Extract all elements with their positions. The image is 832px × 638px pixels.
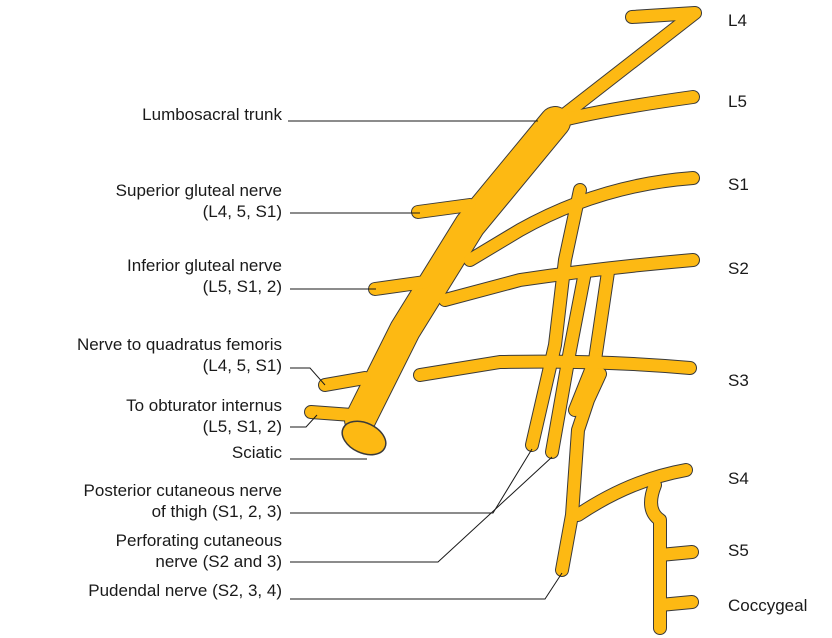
superior-gluteal-branch xyxy=(418,205,470,212)
inferior-gluteal-roots: (L5, S1, 2) xyxy=(127,276,282,297)
label-s1: S1 xyxy=(728,174,749,195)
quadratus-femoris-branch xyxy=(325,378,365,385)
inferior-gluteal-branch xyxy=(375,282,425,289)
label-obturator-internus: To obturator internus (L5, S1, 2) xyxy=(126,395,282,437)
posterior-cutaneous-line1: Posterior cutaneous nerve xyxy=(84,480,282,501)
leader-perforating-cutaneous xyxy=(290,457,552,562)
label-s3: S3 xyxy=(728,370,749,391)
label-l4: L4 xyxy=(728,10,747,31)
coccygeal-root xyxy=(660,602,692,605)
obturator-internus-branch xyxy=(311,412,352,415)
label-quadratus-femoris: Nerve to quadratus femoris (L4, 5, S1) xyxy=(77,334,282,376)
label-s4: S4 xyxy=(728,468,749,489)
perforating-cutaneous-line2: nerve (S2 and 3) xyxy=(116,551,282,572)
quadratus-femoris-name: Nerve to quadratus femoris xyxy=(77,334,282,355)
label-sciatic: Sciatic xyxy=(232,442,282,463)
posterior-cutaneous-line2: of thigh (S1, 2, 3) xyxy=(84,501,282,522)
perforating-cutaneous-line1: Perforating cutaneous xyxy=(116,530,282,551)
label-s5: S5 xyxy=(728,540,749,561)
quadratus-femoris-roots: (L4, 5, S1) xyxy=(77,355,282,376)
inferior-gluteal-name: Inferior gluteal nerve xyxy=(127,255,282,276)
label-superior-gluteal: Superior gluteal nerve (L4, 5, S1) xyxy=(116,180,282,222)
obturator-internus-name: To obturator internus xyxy=(126,395,282,416)
pudendal-branch xyxy=(562,374,600,570)
superior-gluteal-name: Superior gluteal nerve xyxy=(116,180,282,201)
label-lumbosacral-trunk: Lumbosacral trunk xyxy=(142,104,282,125)
label-posterior-cutaneous: Posterior cutaneous nerve of thigh (S1, … xyxy=(84,480,282,522)
leader-pudendal xyxy=(290,573,562,599)
label-coccygeal: Coccygeal xyxy=(728,595,807,616)
label-l5: L5 xyxy=(728,91,747,112)
label-s2: S2 xyxy=(728,258,749,279)
obturator-internus-roots: (L5, S1, 2) xyxy=(126,416,282,437)
label-perforating-cutaneous: Perforating cutaneous nerve (S2 and 3) xyxy=(116,530,282,572)
label-pudendal: Pudendal nerve (S2, 3, 4) xyxy=(88,580,282,601)
superior-gluteal-roots: (L4, 5, S1) xyxy=(116,201,282,222)
label-inferior-gluteal: Inferior gluteal nerve (L5, S1, 2) xyxy=(127,255,282,297)
